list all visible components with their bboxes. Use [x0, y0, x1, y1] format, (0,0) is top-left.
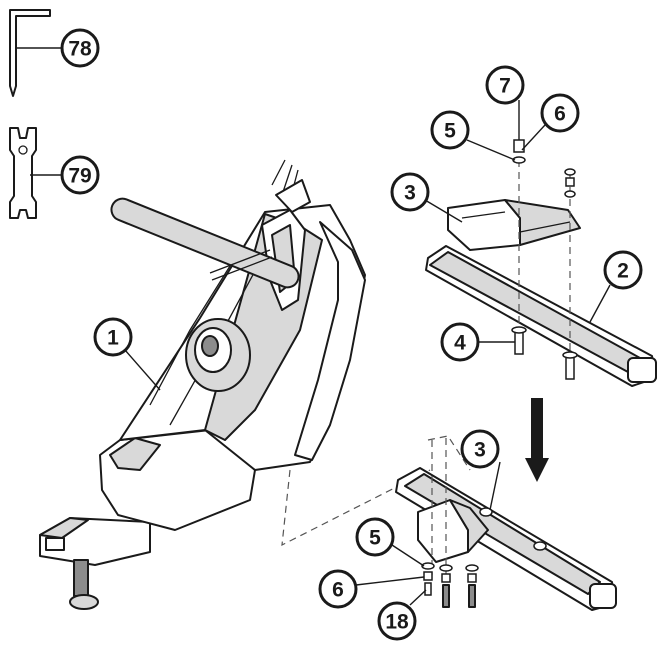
callout-5-top: 5	[430, 110, 470, 150]
callout-7: 7	[485, 65, 525, 105]
svg-text:3: 3	[474, 439, 486, 462]
svg-text:5: 5	[369, 527, 381, 550]
down-arrow-icon	[525, 398, 549, 482]
svg-text:6: 6	[554, 103, 566, 126]
callout-4: 4	[440, 322, 480, 362]
svg-text:2: 2	[617, 260, 629, 283]
svg-text:79: 79	[68, 165, 91, 188]
svg-text:7: 7	[499, 75, 511, 98]
callout-3-top: 3	[390, 172, 430, 212]
svg-text:18: 18	[385, 611, 409, 634]
svg-text:6: 6	[332, 579, 344, 602]
svg-text:78: 78	[68, 38, 92, 61]
svg-text:1: 1	[107, 327, 119, 350]
callout-79: 79	[60, 155, 100, 195]
callout-1: 1	[93, 317, 133, 357]
svg-text:3: 3	[404, 182, 416, 205]
wrench-tool	[9, 127, 62, 219]
main-frame	[39, 159, 431, 610]
svg-text:5: 5	[444, 120, 456, 143]
callout-3-bottom: 3	[460, 429, 500, 469]
allen-key-tool	[9, 9, 62, 97]
svg-text:4: 4	[454, 332, 466, 355]
front-stabilizer-exploded	[425, 139, 657, 387]
callout-2: 2	[603, 250, 643, 290]
callout-18: 18	[377, 601, 417, 641]
callout-6-top: 6	[540, 93, 580, 133]
callout-6-bottom: 6	[318, 569, 358, 609]
callout-5-bottom: 5	[355, 517, 395, 557]
front-stabilizer-assembled	[395, 435, 617, 611]
callout-78: 78	[60, 28, 100, 68]
